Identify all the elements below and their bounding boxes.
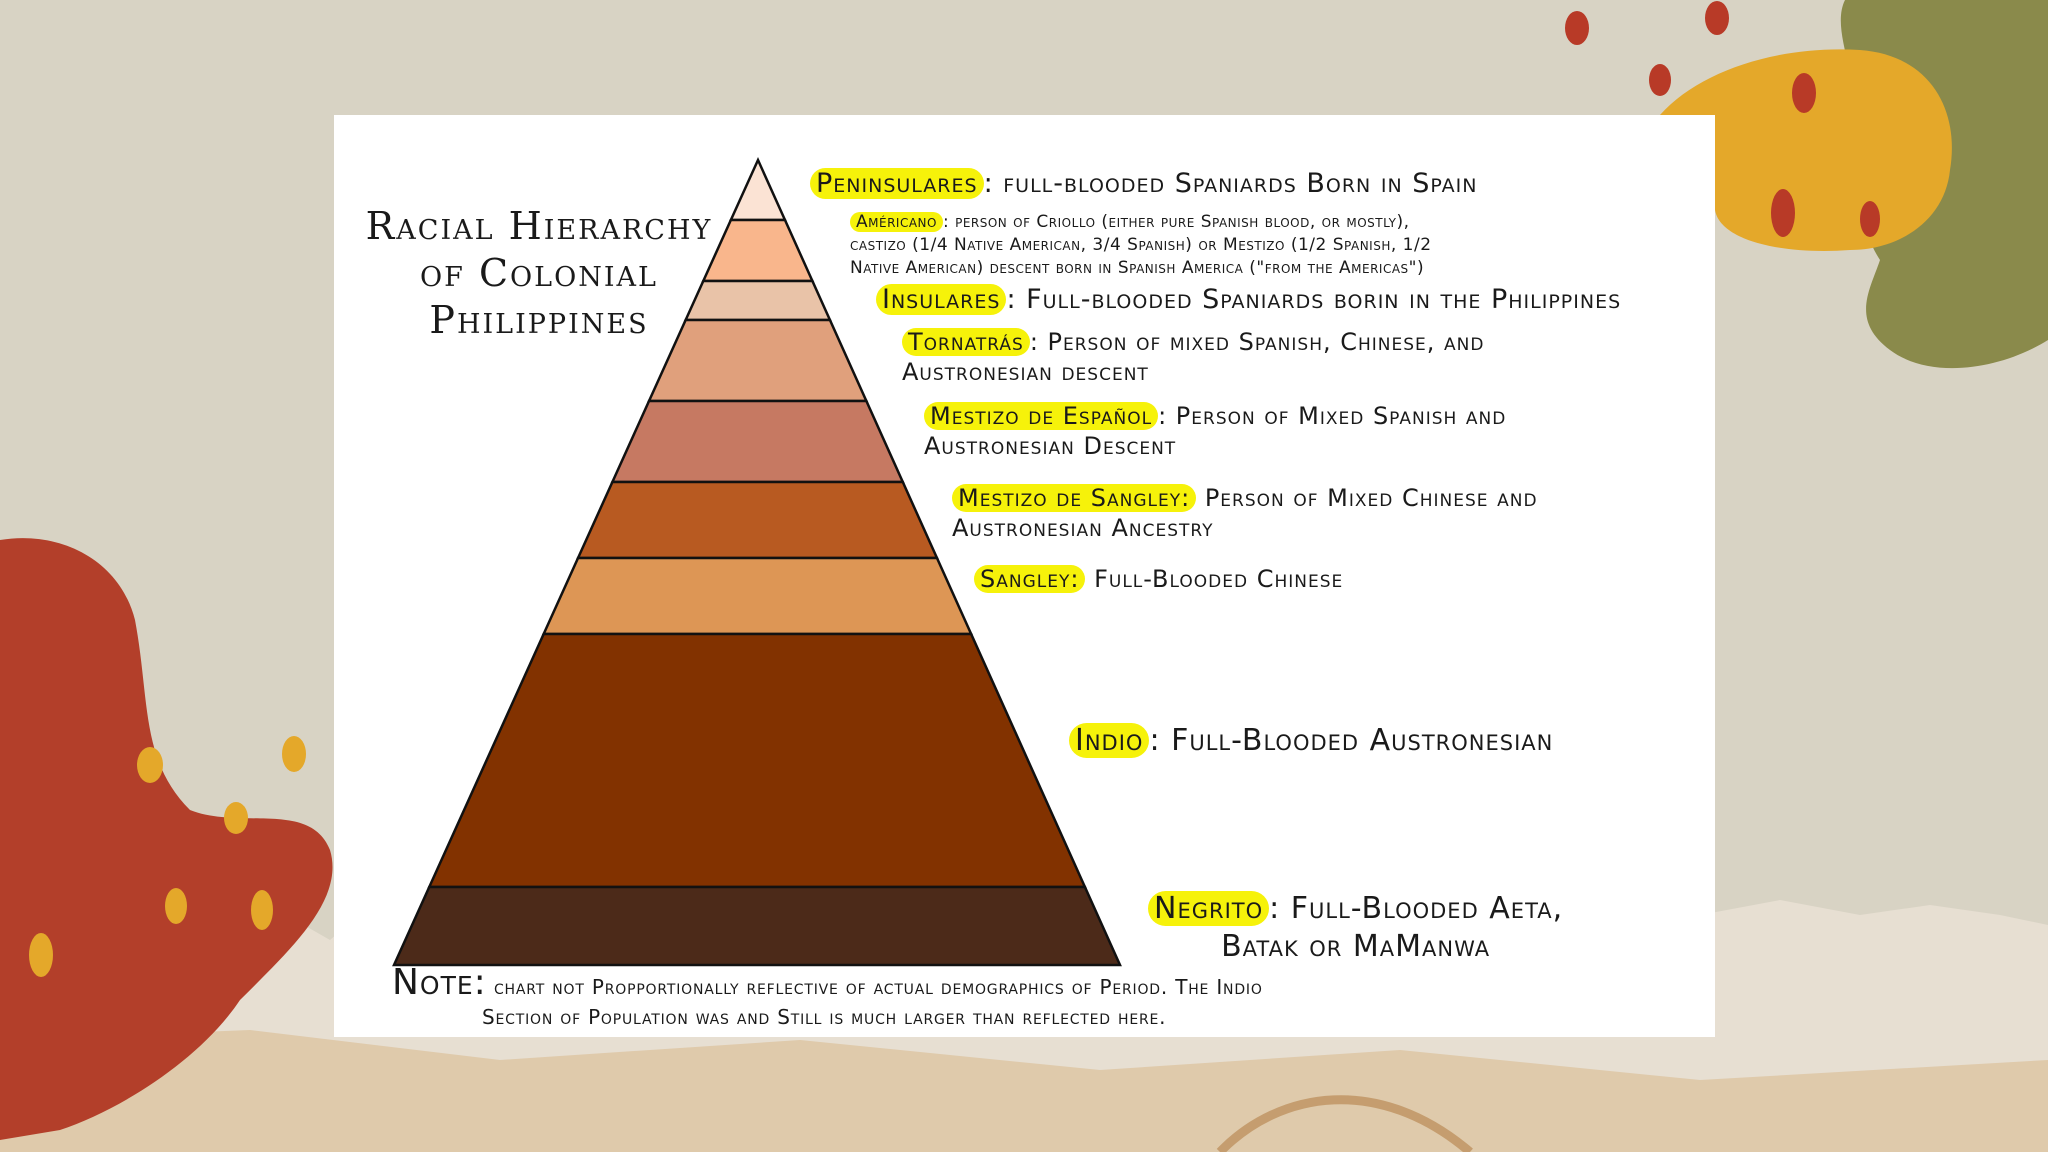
tier-description: : Person of Mixed Spanish and xyxy=(1158,402,1507,430)
yellow-blob xyxy=(1656,49,1952,251)
red-blob xyxy=(0,538,333,1140)
label-peninsulares: Peninsulares: full-blooded Spaniards Bor… xyxy=(810,168,1477,199)
tier-description: : Person of mixed Spanish, Chinese, and xyxy=(1029,328,1485,356)
label-mestizo-de-sangley: Mestizo de Sangley: Person of Mixed Chin… xyxy=(952,483,1538,543)
note-text: chart not Propportionally reflective of … xyxy=(486,975,1263,999)
tier-name-highlight: Tornatrás xyxy=(902,328,1030,356)
tier-name-highlight: Indio xyxy=(1069,723,1150,758)
tier-description: Full-Blooded Chinese xyxy=(1085,565,1344,593)
note-heading: Note: xyxy=(392,962,487,1003)
tier-description: Austronesian descent xyxy=(902,358,1149,386)
yellow-dot xyxy=(29,933,53,977)
red-dot xyxy=(1705,1,1729,35)
note-text: Section of Population was and Still is m… xyxy=(482,1005,1167,1029)
tier-name-highlight: Negrito xyxy=(1148,891,1270,926)
red-dot xyxy=(1649,64,1671,96)
label-negrito: Negrito: Full-Blooded Aeta, Batak or MaM… xyxy=(1148,890,1563,966)
yellow-dot xyxy=(282,736,306,772)
footnote: Note: chart not Propportionally reflecti… xyxy=(392,965,1692,1032)
yellow-dot xyxy=(165,888,187,924)
label-tornatras: Tornatrás: Person of mixed Spanish, Chin… xyxy=(902,327,1484,387)
red-dot xyxy=(1565,11,1589,45)
pyramid-band xyxy=(392,885,1122,967)
tier-name-highlight: Sangley: xyxy=(974,565,1086,593)
tier-description: Native American) descent born in Spanish… xyxy=(850,258,1425,278)
tier-description: Batak or MaManwa xyxy=(1221,929,1491,964)
tier-description: Austronesian Ancestry xyxy=(952,514,1214,542)
diagram-title: Racial Hierarchy of Colonial Philippines xyxy=(365,204,713,342)
pyramid-diagram xyxy=(392,156,1122,967)
tier-name-highlight: Américano xyxy=(850,212,943,232)
hierarchy-card: Racial Hierarchy of Colonial Philippines… xyxy=(334,115,1715,1037)
label-sangley: Sangley: Full-Blooded Chinese xyxy=(974,564,1343,594)
red-dot xyxy=(1860,201,1880,237)
pyramid-band xyxy=(610,399,905,484)
tier-description: : person of Criollo (either pure Spanish… xyxy=(942,212,1410,232)
red-dot xyxy=(1771,189,1795,237)
tier-name-highlight: Mestizo de Español xyxy=(924,402,1159,430)
torn-paper-stain xyxy=(0,1030,2048,1152)
map-arc xyxy=(1216,1095,1473,1152)
tier-description: Austronesian Descent xyxy=(924,432,1177,460)
tier-description: castizo (1/4 Native American, 3/4 Spanis… xyxy=(850,235,1432,255)
tier-description: : Full-Blooded Aeta, xyxy=(1269,891,1564,926)
tier-name-highlight: Peninsulares xyxy=(810,168,984,199)
pyramid-band xyxy=(427,632,1087,889)
label-indio: Indio: Full-Blooded Austronesian xyxy=(1069,723,1553,759)
pyramid-band xyxy=(541,556,974,636)
yellow-dot xyxy=(224,802,248,834)
label-insulares: Insulares: Full-blooded Spaniards borin … xyxy=(876,284,1621,315)
red-dot xyxy=(1792,73,1816,113)
tier-description: : Full-blooded Spaniards borin in the Ph… xyxy=(1006,284,1622,315)
tier-description: Person of Mixed Chinese and xyxy=(1196,484,1538,512)
pyramid-band xyxy=(576,480,939,560)
tier-name-highlight: Mestizo de Sangley: xyxy=(952,484,1197,512)
label-mestizo-de-espanol: Mestizo de Español: Person of Mixed Span… xyxy=(924,401,1506,461)
yellow-dot xyxy=(251,890,273,930)
tier-name-highlight: Insulares xyxy=(876,284,1007,315)
label-americano: Américano: person of Criollo (either pur… xyxy=(850,211,1432,280)
yellow-dot xyxy=(137,747,163,783)
tier-description: : Full-Blooded Austronesian xyxy=(1149,723,1554,758)
tier-description: : full-blooded Spaniards Born in Spain xyxy=(983,168,1478,199)
